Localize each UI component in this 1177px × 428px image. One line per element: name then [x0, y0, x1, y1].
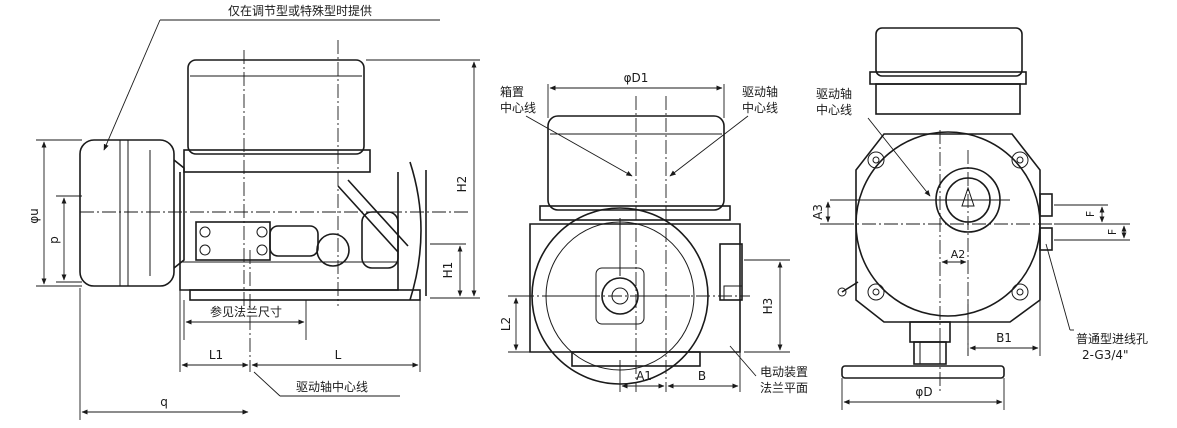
note-box-centerline-1: 箱置: [500, 84, 524, 99]
dim-A2: A2: [951, 248, 966, 261]
dim-phi-u: φu: [27, 208, 41, 224]
dim-p: p: [47, 236, 61, 244]
note-drive-axis-1: 驱动轴: [742, 84, 778, 99]
top-cover-cap: [875, 27, 1023, 77]
dim-B1: B1: [996, 331, 1012, 345]
left-cover-flange: [183, 149, 371, 173]
dim-L2: L2: [499, 317, 513, 331]
left-handwheel: [409, 161, 422, 301]
left-worm-gear: [316, 233, 350, 267]
note-drive-axis-centerline: 驱动轴中心线: [296, 379, 368, 394]
dim-L1: L1: [209, 348, 223, 362]
note-drive-axis-2: 中心线: [742, 100, 778, 115]
front-gear-housing: [529, 223, 741, 353]
note-box-centerline-2: 中心线: [500, 100, 536, 115]
cable-entry-1: [1039, 193, 1053, 217]
dim-B: B: [698, 369, 706, 383]
base-flange: [841, 365, 1005, 379]
top-view: 驱动轴 中心线 A3 A2 F F B1 普通型进线孔 2-G3/4" φD: [811, 27, 1148, 410]
note-drive-axis-right-2: 中心线: [816, 102, 852, 117]
note-drive-axis-right-1: 驱动轴: [816, 86, 852, 101]
dim-A3: A3: [811, 204, 825, 220]
left-base-flange: [189, 289, 421, 301]
left-gear-housing: [179, 172, 399, 291]
left-top-cover: [187, 59, 365, 155]
dim-H3: H3: [761, 298, 775, 315]
dim-A1: A1: [636, 369, 652, 383]
note-cable-entry-1: 普通型进线孔: [1076, 332, 1148, 346]
dim-phi-D1: φD1: [624, 71, 649, 85]
note-cable-entry-2: 2-G3/4": [1082, 348, 1129, 362]
note-regulating-type: 仅在调节型或特殊型时提供: [228, 3, 372, 18]
dim-F-lower: F: [1106, 229, 1119, 235]
left-side-view: 仅在调节型或特殊型时提供 φu p H2 H1 参见法兰尺寸 L1 L: [27, 3, 480, 420]
front-view: φD1 箱置 中心线 驱动轴 中心线 L2 H3 A1 B 电动装置 法兰平面: [499, 71, 808, 395]
note-flange-plane-2: 法兰平面: [760, 381, 808, 395]
dim-H2: H2: [455, 176, 469, 193]
note-flange-dimensions: 参见法兰尺寸: [210, 304, 282, 319]
note-flange-plane-1: 电动装置: [760, 365, 808, 379]
dim-F-upper: F: [1084, 211, 1097, 217]
left-motor-body: [79, 139, 175, 287]
dim-phi-D: φD: [915, 385, 932, 399]
dim-L: L: [335, 348, 342, 362]
dim-q: q: [160, 395, 168, 409]
cable-entry-2: [1039, 227, 1053, 251]
dim-H1: H1: [441, 262, 455, 279]
